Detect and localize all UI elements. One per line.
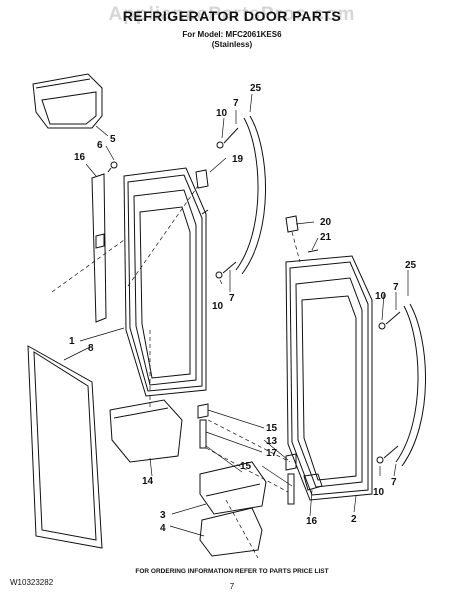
hinge-screws-upper-left [215, 127, 239, 279]
callout-25-b: 25 [405, 260, 417, 271]
callout-6: 6 [97, 140, 103, 151]
ordering-note: FOR ORDERING INFORMATION REFER TO PARTS … [135, 568, 329, 575]
handle-right [395, 303, 426, 467]
left-door [123, 167, 209, 397]
screw [107, 161, 118, 173]
door-bin-upper [32, 73, 103, 129]
watermark: AppliancePartsPros.com [108, 4, 356, 25]
callout-21: 21 [320, 232, 332, 243]
callout-7-d: 7 [391, 477, 397, 488]
callout-10-c: 10 [375, 291, 387, 302]
document-number: W10323282 [10, 578, 54, 587]
right-door [285, 255, 373, 501]
callout-10-d: 10 [373, 487, 385, 498]
door-gasket [27, 345, 103, 549]
hinge-screws-right [376, 311, 401, 464]
callout-4: 4 [160, 523, 166, 534]
dairy-bin [199, 461, 267, 515]
callout-10-a: 10 [216, 108, 228, 119]
callout-20: 20 [320, 217, 332, 228]
callout-leaders [63, 93, 409, 537]
bin-bracket [199, 507, 263, 557]
door-bin-lower [109, 399, 183, 463]
page-number: 7 [229, 582, 235, 591]
callout-15: 15 [240, 461, 252, 472]
callout-19: 19 [232, 154, 244, 165]
callout-16: 16 [306, 516, 318, 527]
callout-5: 5 [110, 134, 116, 145]
variant-line: (Stainless) [211, 40, 253, 49]
hinge-cover [303, 473, 323, 491]
callout-3: 3 [160, 510, 166, 521]
callout-25-a: 25 [250, 83, 262, 94]
model-line: For Model: MFC2061KES6 [182, 30, 282, 39]
callout-7-c: 7 [393, 282, 399, 293]
hinge-cap-right [285, 215, 299, 233]
hinge-cap [195, 169, 209, 189]
callout-8: 8 [88, 343, 94, 354]
callout-10-b: 10 [212, 301, 224, 312]
callout-1: 1 [69, 336, 75, 347]
hinge-pin [307, 249, 319, 253]
hinge-bracket [91, 173, 107, 323]
page-title: REFRIGERATOR DOOR PARTS [122, 8, 342, 24]
callout-2: 2 [351, 514, 357, 525]
callout-labels: 5 6 16 1 8 10 7 25 19 10 7 20 21 10 7 25… [69, 83, 417, 534]
callout-14: 16 [74, 152, 86, 163]
callout-17: 17 [266, 448, 278, 459]
callout-13: 15 [266, 423, 278, 434]
callout-7-a: 7 [233, 98, 239, 109]
callout-7-b: 7 [229, 293, 235, 304]
callout-11: 13 [266, 436, 278, 447]
handle-left [235, 115, 266, 275]
callout-12: 14 [142, 476, 154, 487]
